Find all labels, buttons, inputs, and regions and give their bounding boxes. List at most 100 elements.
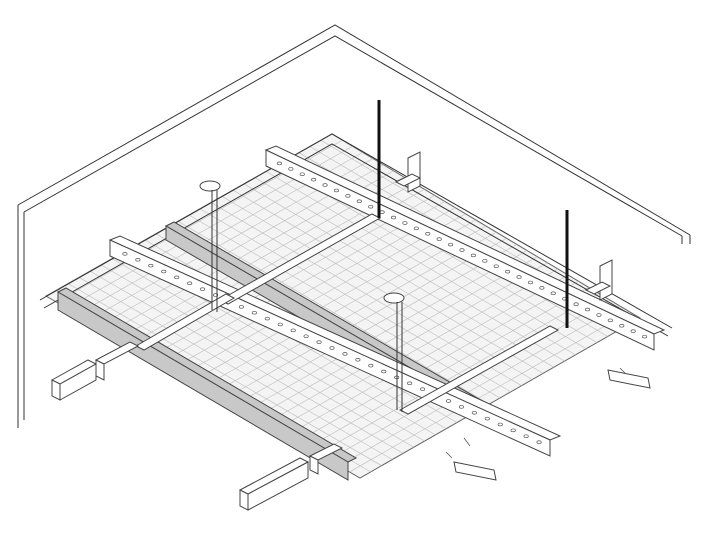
rail-hole <box>448 242 454 247</box>
rail-hole <box>322 183 328 187</box>
wall-bracket-2 <box>599 259 613 301</box>
suspension-hangers <box>199 180 405 412</box>
rail-hole <box>200 287 206 291</box>
rail-hole <box>402 221 408 225</box>
rail-hole <box>596 313 602 317</box>
wall-bracket-2-foot <box>584 281 612 295</box>
rail-hole <box>187 281 193 286</box>
arrow-mark-3 <box>619 367 627 375</box>
gray-channel-profiles <box>56 221 486 481</box>
rail-hole <box>316 340 322 344</box>
rail-hole <box>299 172 305 176</box>
hanger-clip-2 <box>383 292 405 304</box>
rail-hole <box>277 322 283 327</box>
hanger-clip-1 <box>199 180 221 192</box>
hanger-rods <box>377 100 569 328</box>
channel-front-side <box>57 291 349 481</box>
rail-hole <box>238 305 244 309</box>
mesh-line <box>223 238 507 400</box>
rail-hole <box>368 363 374 368</box>
mesh-line <box>181 213 466 376</box>
rail-hole <box>276 161 282 166</box>
rail-hole <box>523 434 529 438</box>
rail-hole <box>329 346 335 350</box>
rail-hole <box>413 226 419 231</box>
rail-hole <box>458 405 464 409</box>
rail-hole <box>573 302 579 306</box>
wall-brackets <box>394 151 613 301</box>
wall-bracket-1 <box>407 151 421 193</box>
rail-hole <box>303 334 309 338</box>
end-connector-front-side <box>239 489 249 511</box>
cross-tee-2 <box>398 325 560 415</box>
rail-hole <box>470 253 476 258</box>
rail-hole <box>368 204 374 209</box>
mesh-line <box>317 293 600 454</box>
rail-hole <box>288 167 294 171</box>
mesh-line <box>307 287 589 448</box>
end-connector-front-face <box>247 461 309 511</box>
end-connectors <box>50 341 651 511</box>
rail-hole <box>420 387 426 391</box>
cross-tee-3 <box>134 293 236 351</box>
mesh-line <box>171 207 456 370</box>
mesh-line <box>255 256 538 418</box>
rail-hole <box>264 316 270 321</box>
mesh-line <box>349 311 630 473</box>
rail-end-tab-1 <box>453 461 497 481</box>
wall-bracket-1-foot <box>394 173 422 187</box>
rail-hole <box>497 422 503 427</box>
rail-hole <box>436 237 442 241</box>
rail-hole <box>381 369 387 374</box>
rail-hole <box>356 199 362 204</box>
rail-hole <box>459 248 465 252</box>
mesh-line <box>286 274 569 436</box>
end-connector-left-side <box>51 379 61 401</box>
rail-hole <box>493 264 499 268</box>
arrow-mark-2 <box>445 451 453 459</box>
rail-hole <box>445 399 452 403</box>
mesh-line <box>244 250 528 412</box>
arrow-mark-1 <box>463 437 471 447</box>
mesh-line <box>192 219 476 382</box>
rail-hole <box>345 194 351 198</box>
rail-hole <box>355 358 361 362</box>
splice-left-side <box>95 359 105 381</box>
rail-hole <box>311 177 317 182</box>
rail-hole <box>642 334 648 339</box>
rail-hole <box>471 410 477 415</box>
rail-hole <box>516 275 522 279</box>
rail-hole <box>161 269 167 274</box>
cross-tees <box>134 213 560 415</box>
room-corner-walls <box>17 24 691 428</box>
wall-inner-edge <box>23 35 683 237</box>
mesh-line <box>234 244 517 406</box>
mesh-line <box>338 305 620 467</box>
rail-hole <box>342 352 348 356</box>
mesh-line <box>297 280 579 442</box>
rail-hole <box>505 269 511 274</box>
rail-hole <box>619 324 625 328</box>
rail-hole <box>550 291 556 296</box>
rail-hole <box>584 307 591 312</box>
mesh-line <box>265 262 548 424</box>
mesh-line <box>276 268 559 430</box>
rail-hole <box>407 381 413 386</box>
rail-hole <box>251 310 257 315</box>
rail-hole <box>425 232 431 236</box>
rail-hole <box>390 215 397 220</box>
rail-end-tab-2 <box>607 369 651 389</box>
rail-hole <box>536 440 542 444</box>
rail-hole <box>174 275 180 280</box>
wall-top-edge <box>17 24 691 236</box>
rail-hole <box>630 329 636 333</box>
rail-hole <box>527 280 534 285</box>
rail-hole <box>484 416 490 421</box>
rail-hole <box>607 318 613 323</box>
mesh-line <box>202 225 487 388</box>
rail-hole <box>135 258 141 262</box>
rail-hole <box>379 210 385 214</box>
rail-hole <box>510 428 516 433</box>
